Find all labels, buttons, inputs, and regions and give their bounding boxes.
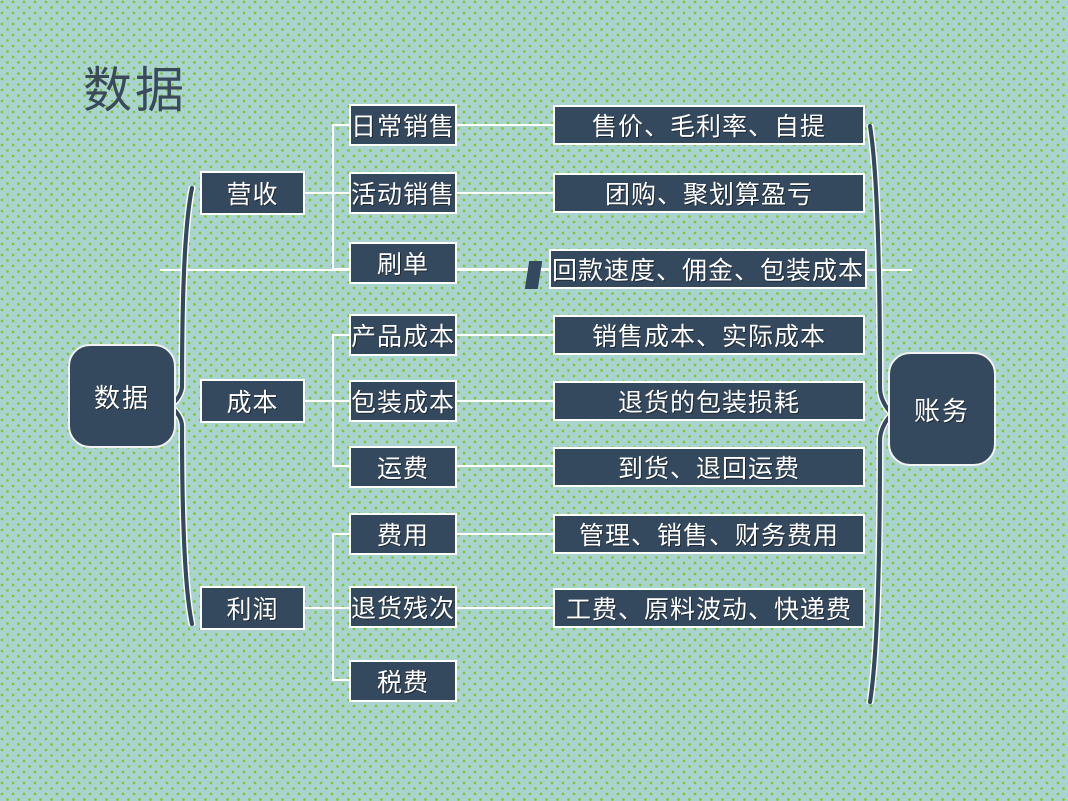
item-node-returns-defects-label: 退货残次	[351, 596, 456, 623]
connector-item-expenses-to-detail	[457, 533, 553, 535]
category-node-cost-label: 成本	[226, 390, 279, 417]
item-node-freight[interactable]: 运费	[349, 446, 457, 488]
slide-marker-artifact	[524, 261, 543, 289]
detail-node-fake-orders[interactable]: 回款速度、佣金、包装成本	[549, 249, 867, 289]
item-node-expenses[interactable]: 费用	[349, 513, 457, 555]
category-node-revenue-label: 营收	[226, 182, 279, 209]
item-node-product-cost[interactable]: 产品成本	[349, 314, 457, 356]
page-title: 数据	[83, 64, 188, 118]
category-node-cost[interactable]: 成本	[200, 379, 305, 423]
connector-revenue-spine	[332, 124, 334, 270]
item-node-taxes-label: 税费	[376, 670, 429, 697]
connector-item-event-sales-to-detail	[457, 192, 553, 194]
detail-node-product-cost-label: 销售成本、实际成本	[591, 324, 826, 351]
connector-profit-stub	[305, 607, 333, 609]
connector-revenue-to-item-1	[332, 192, 350, 194]
detail-node-returns-defects[interactable]: 工费、原料波动、快递费	[553, 588, 865, 628]
item-node-event-sales[interactable]: 活动销售	[349, 172, 457, 214]
detail-node-freight-label: 到货、退回运费	[617, 456, 800, 483]
connector-item-fake-orders-to-detail	[457, 268, 553, 270]
detail-node-returns-defects-label: 工费、原料波动、快递费	[565, 597, 852, 624]
connector-cost-to-item-1	[332, 400, 350, 402]
root-node-right[interactable]: 账务	[888, 352, 996, 466]
detail-node-daily-sales[interactable]: 售价、毛利率、自提	[553, 105, 865, 145]
connector-cost-to-item-0	[332, 334, 350, 336]
connector-item-packaging-cost-to-detail	[457, 400, 553, 402]
connector-item-daily-sales-to-detail	[457, 124, 553, 126]
category-node-revenue[interactable]: 营收	[200, 171, 305, 215]
root-node-left[interactable]: 数据	[68, 344, 176, 448]
detail-node-event-sales-label: 团购、聚划算盈亏	[604, 182, 813, 209]
item-node-packaging-cost[interactable]: 包装成本	[349, 380, 457, 422]
connector-cost-stub	[305, 400, 333, 402]
root-node-right-label: 账务	[913, 396, 970, 426]
item-node-freight-label: 运费	[376, 456, 429, 483]
detail-node-expenses-label: 管理、销售、财务费用	[578, 523, 839, 550]
detail-node-event-sales[interactable]: 团购、聚划算盈亏	[553, 173, 865, 213]
item-node-fake-orders[interactable]: 刷单	[349, 242, 457, 284]
detail-node-product-cost[interactable]: 销售成本、实际成本	[553, 315, 865, 355]
connector-profit-to-item-0	[332, 533, 350, 535]
detail-node-packaging-cost-label: 退货的包装损耗	[617, 390, 800, 417]
detail-node-packaging-cost[interactable]: 退货的包装损耗	[553, 381, 865, 421]
root-node-left-label: 数据	[93, 383, 150, 413]
category-node-profit-label: 利润	[226, 597, 279, 624]
detail-node-fake-orders-label: 回款速度、佣金、包装成本	[551, 258, 864, 285]
detail-node-freight[interactable]: 到货、退回运费	[553, 447, 865, 487]
category-node-profit[interactable]: 利润	[200, 586, 305, 630]
detail-node-daily-sales-label: 售价、毛利率、自提	[591, 114, 826, 141]
connector-cost-to-item-2	[332, 465, 350, 467]
connector-revenue-to-item-2	[332, 268, 350, 270]
item-node-returns-defects[interactable]: 退货残次	[349, 586, 457, 628]
item-node-event-sales-label: 活动销售	[351, 182, 456, 209]
item-node-product-cost-label: 产品成本	[351, 324, 456, 351]
connector-revenue-to-item-0	[332, 124, 350, 126]
connector-revenue-stub	[305, 192, 333, 194]
item-node-daily-sales[interactable]: 日常销售	[349, 104, 457, 146]
item-node-fake-orders-label: 刷单	[376, 252, 429, 279]
connector-profit-to-item-2	[332, 679, 350, 681]
item-node-expenses-label: 费用	[376, 523, 429, 550]
connector-profit-to-item-1	[332, 607, 350, 609]
connector-item-returns-defects-to-detail	[457, 607, 553, 609]
item-node-taxes[interactable]: 税费	[349, 660, 457, 702]
connector-item-freight-to-detail	[457, 465, 553, 467]
item-node-daily-sales-label: 日常销售	[351, 114, 456, 141]
connector-item-product-cost-to-detail	[457, 334, 553, 336]
detail-node-expenses[interactable]: 管理、销售、财务费用	[553, 514, 865, 554]
item-node-packaging-cost-label: 包装成本	[351, 390, 456, 417]
